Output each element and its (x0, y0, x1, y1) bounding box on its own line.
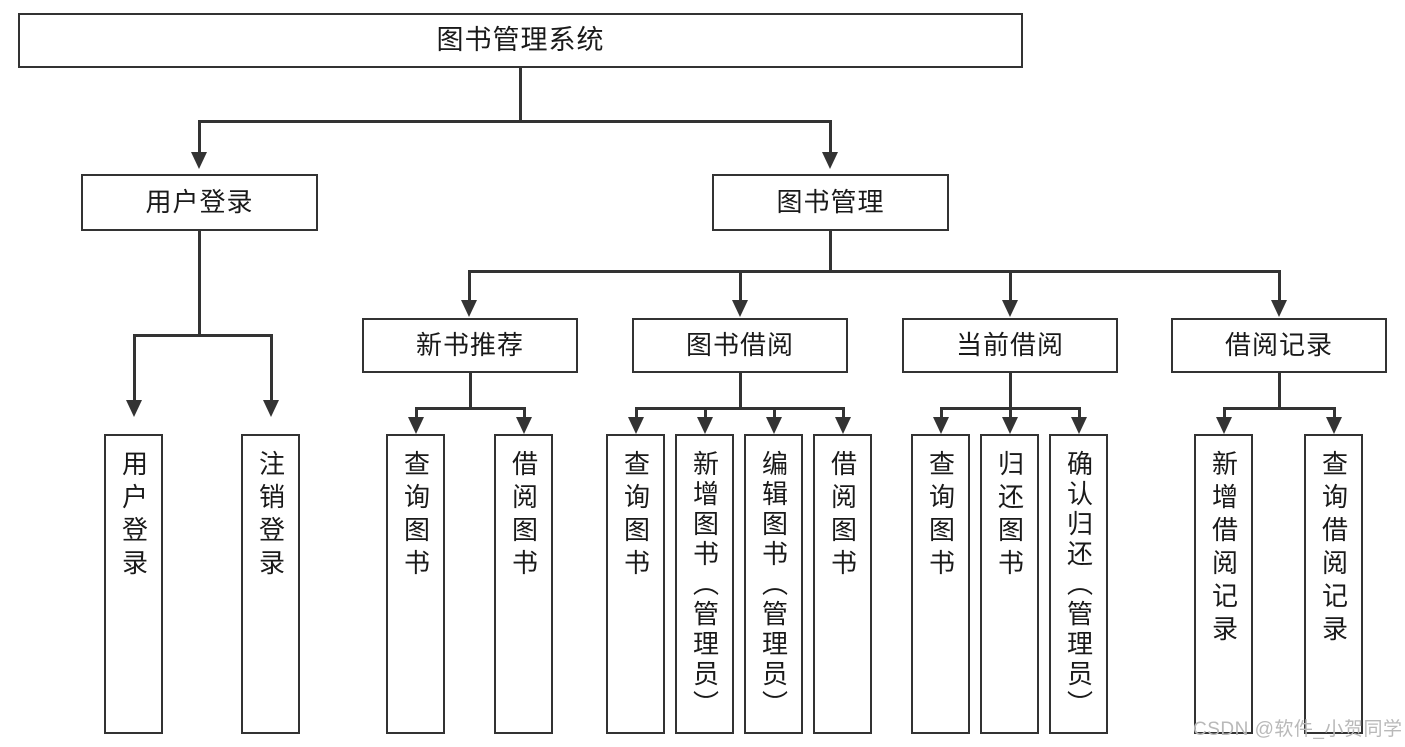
arrow-nbr-borrow (516, 417, 532, 434)
leaf-bb-edit-book-admin[interactable]: 编辑图书（管理员） (744, 434, 803, 734)
arrow-book-management (822, 152, 838, 169)
leaf-label: 归还图书 (994, 450, 1025, 582)
leaf-label: 新增借阅记录 (1208, 450, 1239, 648)
node-book-borrow[interactable]: 图书借阅 (632, 318, 848, 373)
arrow-leaf-logout (263, 400, 279, 417)
edge-drop-book-management (829, 120, 832, 155)
edge-drop-br-add (1223, 407, 1226, 420)
node-root-book-management-system[interactable]: 图书管理系统 (18, 13, 1023, 68)
edge-drop-new-book-rec (468, 270, 471, 303)
edge-drop-user-login (198, 120, 201, 155)
leaf-bb-query-book[interactable]: 查询图书 (606, 434, 665, 734)
leaf-label: 新增图书（管理员） (689, 450, 720, 720)
edge-drop-bb-borrow (842, 407, 845, 420)
edge-drop-cb-return (1009, 407, 1012, 420)
edge-drop-current-borrow (1009, 270, 1012, 303)
node-new-book-recommendation[interactable]: 新书推荐 (362, 318, 578, 373)
edge-book-borrow-stem (739, 373, 742, 409)
node-user-login[interactable]: 用户登录 (81, 174, 318, 231)
edge-new-book-rec-bus (415, 407, 525, 410)
leaf-label: 确认归还（管理员） (1063, 450, 1094, 720)
leaf-logout[interactable]: 注销登录 (241, 434, 300, 734)
node-borrow-record[interactable]: 借阅记录 (1171, 318, 1387, 373)
leaf-nbr-query-book[interactable]: 查询图书 (386, 434, 445, 734)
leaf-bb-add-book-admin[interactable]: 新增图书（管理员） (675, 434, 734, 734)
leaf-label: 借阅图书 (508, 450, 539, 582)
edge-drop-bb-query (635, 407, 638, 420)
leaf-label: 注销登录 (255, 450, 286, 582)
edge-drop-nbr-borrow (523, 407, 526, 420)
leaf-cb-query-book[interactable]: 查询图书 (911, 434, 970, 734)
arrow-bb-add (697, 417, 713, 434)
arrow-br-query (1326, 417, 1342, 434)
edge-book-borrow-bus (635, 407, 844, 410)
node-label: 用户登录 (145, 187, 254, 218)
leaf-nbr-borrow-book[interactable]: 借阅图书 (494, 434, 553, 734)
edge-level3-bus (468, 270, 1280, 273)
leaf-label: 查询图书 (400, 450, 431, 582)
edge-drop-leaf-logout (270, 334, 273, 402)
edge-new-book-rec-stem (469, 373, 472, 409)
edge-drop-bb-edit (773, 407, 776, 420)
leaf-br-add-record[interactable]: 新增借阅记录 (1194, 434, 1253, 734)
edge-current-borrow-stem (1009, 373, 1012, 409)
leaf-bb-borrow-book[interactable]: 借阅图书 (813, 434, 872, 734)
leaf-cb-return-book[interactable]: 归还图书 (980, 434, 1039, 734)
edge-drop-book-borrow (739, 270, 742, 303)
edge-borrow-record-bus (1223, 407, 1335, 410)
arrow-user-login (191, 152, 207, 169)
arrow-bb-borrow (835, 417, 851, 434)
node-current-borrow[interactable]: 当前借阅 (902, 318, 1118, 373)
leaf-label: 查询图书 (925, 450, 956, 582)
arrow-current-borrow (1002, 300, 1018, 317)
leaf-user-login[interactable]: 用户登录 (104, 434, 163, 734)
node-label: 当前借阅 (955, 330, 1064, 361)
node-label: 新书推荐 (415, 330, 524, 361)
edge-drop-nbr-query (415, 407, 418, 420)
edge-level2-bus (198, 120, 831, 123)
edge-drop-leaf-user-login (133, 334, 136, 402)
leaf-label: 编辑图书（管理员） (758, 450, 789, 720)
edge-book-management-stem (829, 231, 832, 272)
node-label: 借阅记录 (1224, 330, 1333, 361)
edge-drop-borrow-record (1278, 270, 1281, 303)
leaf-label: 用户登录 (118, 450, 149, 582)
node-label: 图书管理 (776, 187, 885, 218)
node-label: 图书借阅 (685, 330, 794, 361)
arrow-bb-edit (766, 417, 782, 434)
leaf-br-query-record[interactable]: 查询借阅记录 (1304, 434, 1363, 734)
arrow-new-book-rec (461, 300, 477, 317)
arrow-br-add (1216, 417, 1232, 434)
arrow-nbr-query (408, 417, 424, 434)
arrow-bb-query (628, 417, 644, 434)
arrow-book-borrow (732, 300, 748, 317)
edge-root-stem (519, 68, 522, 122)
arrow-cb-query (933, 417, 949, 434)
edge-drop-cb-query (940, 407, 943, 420)
arrow-cb-confirm (1071, 417, 1087, 434)
arrow-borrow-record (1271, 300, 1287, 317)
edge-user-login-stem (198, 231, 201, 336)
node-label: 图书管理系统 (436, 24, 605, 55)
leaf-cb-confirm-return-admin[interactable]: 确认归还（管理员） (1049, 434, 1108, 734)
arrow-leaf-user-login (126, 400, 142, 417)
leaf-label: 查询图书 (620, 450, 651, 582)
edge-drop-bb-add (704, 407, 707, 420)
watermark-csdn: CSDN @软件_小贺同学 (1193, 719, 1403, 740)
edge-borrow-record-stem (1278, 373, 1281, 409)
edge-user-login-bus (133, 334, 272, 337)
edge-drop-br-query (1333, 407, 1336, 420)
leaf-label: 借阅图书 (827, 450, 858, 582)
edge-drop-cb-confirm (1078, 407, 1081, 420)
arrow-cb-return (1002, 417, 1018, 434)
leaf-label: 查询借阅记录 (1318, 450, 1349, 648)
node-book-management[interactable]: 图书管理 (712, 174, 949, 231)
